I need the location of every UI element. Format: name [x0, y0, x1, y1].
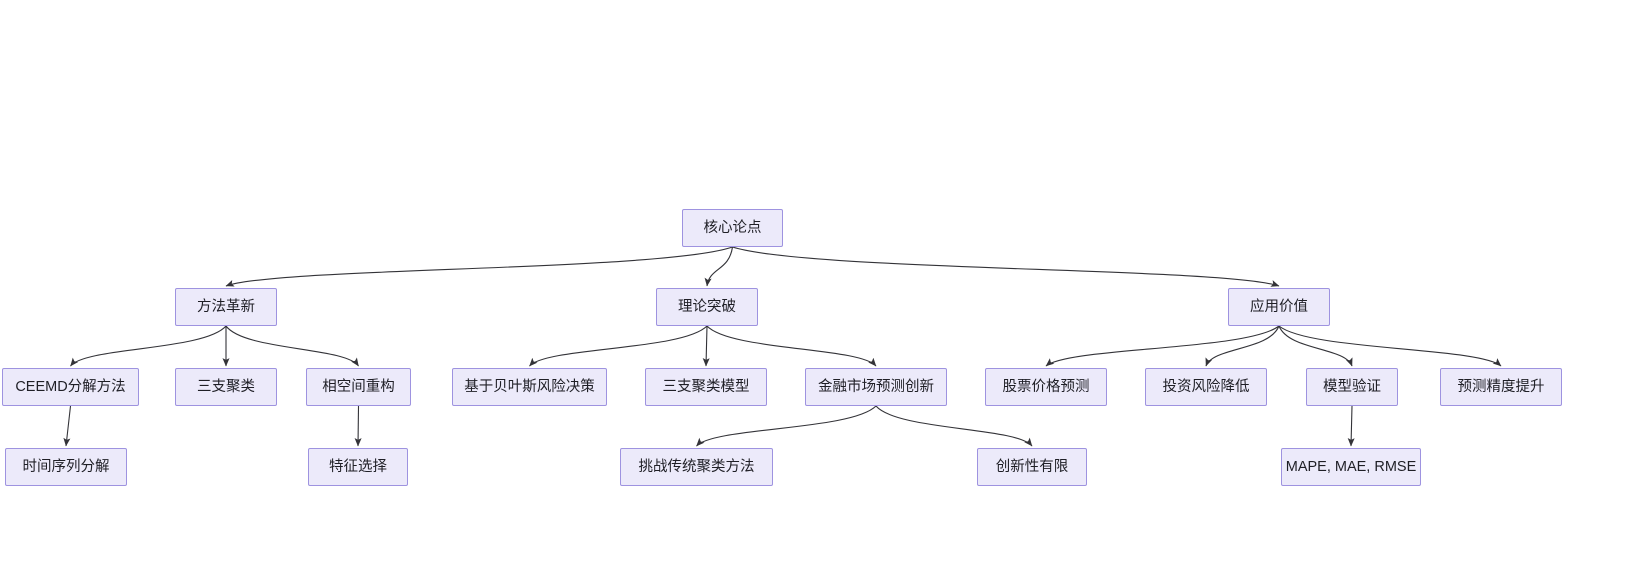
- flow-node-label: 时间序列分解: [22, 458, 110, 475]
- flow-edge-l1b-to-l2b3: [706, 325, 877, 367]
- flow-edge-l2b3-to-l3d: [875, 405, 1033, 447]
- flow-node-label: 三支聚类: [197, 378, 255, 395]
- flow-edge-l1c-to-l2c3: [1278, 325, 1353, 367]
- flow-node-l1b[interactable]: 理论突破: [656, 288, 758, 326]
- flow-node-l3d[interactable]: 创新性有限: [977, 448, 1087, 486]
- flow-node-l3c[interactable]: 挑战传统聚类方法: [620, 448, 773, 486]
- flow-node-root[interactable]: 核心论点: [682, 209, 783, 247]
- flow-node-label: MAPE, MAE, RMSE: [1285, 458, 1417, 475]
- flow-node-label: 金融市场预测创新: [818, 378, 934, 395]
- flow-edge-l2c3-to-l3e: [1347, 405, 1355, 447]
- flow-edge-l1a-to-l2a3: [225, 325, 359, 367]
- flow-edge-root-to-l1c: [732, 246, 1280, 287]
- flow-edge-l2b3-to-l3c: [696, 405, 877, 447]
- flow-node-label: 创新性有限: [995, 458, 1069, 475]
- flow-node-label: 应用价值: [1250, 298, 1308, 315]
- flow-node-label: 挑战传统聚类方法: [638, 458, 755, 475]
- flow-edge-l1b-to-l2b2: [702, 325, 710, 367]
- flow-node-label: 预测精度提升: [1457, 378, 1545, 395]
- flow-node-l3e[interactable]: MAPE, MAE, RMSE: [1281, 448, 1421, 486]
- flow-node-label: 投资风险降低: [1162, 378, 1250, 395]
- flow-edge-root-to-l1b: [704, 246, 734, 287]
- flow-node-l2a3[interactable]: 相空间重构: [306, 368, 411, 406]
- flow-edge-l1c-to-l2c4: [1278, 325, 1502, 367]
- flow-node-label: 理论突破: [678, 298, 736, 315]
- flow-node-l2b3[interactable]: 金融市场预测创新: [805, 368, 947, 406]
- flow-edge-l1b-to-l2b1: [529, 325, 708, 367]
- flow-node-label: 三支聚类模型: [662, 378, 750, 395]
- flow-node-l2a2[interactable]: 三支聚类: [175, 368, 277, 406]
- flow-edge-l1c-to-l2c1: [1045, 325, 1280, 367]
- flow-edge-root-to-l1a: [225, 246, 733, 287]
- flow-edge-l1c-to-l2c2: [1205, 325, 1280, 367]
- flow-node-label: 基于贝叶斯风险决策: [464, 378, 595, 395]
- flow-node-l2c1[interactable]: 股票价格预测: [985, 368, 1107, 406]
- flow-node-l1c[interactable]: 应用价值: [1228, 288, 1330, 326]
- flow-node-l3a[interactable]: 时间序列分解: [5, 448, 127, 486]
- flow-node-l2c2[interactable]: 投资风险降低: [1145, 368, 1267, 406]
- flow-node-label: 特征选择: [329, 458, 387, 475]
- flow-node-l1a[interactable]: 方法革新: [175, 288, 277, 326]
- flow-node-l2a1[interactable]: CEEMD分解方法: [2, 368, 139, 406]
- flow-node-label: 核心论点: [703, 219, 762, 236]
- flow-node-label: 股票价格预测: [1002, 378, 1090, 395]
- flow-node-l3b[interactable]: 特征选择: [308, 448, 408, 486]
- flow-node-label: CEEMD分解方法: [15, 378, 126, 395]
- flow-node-label: 方法革新: [197, 298, 255, 315]
- flow-node-l2c3[interactable]: 模型验证: [1306, 368, 1398, 406]
- flow-node-label: 相空间重构: [322, 378, 395, 395]
- flow-edge-l1a-to-l2a1: [70, 325, 227, 367]
- flow-edge-l2a3-to-l3b: [354, 405, 362, 447]
- flow-node-l2c4[interactable]: 预测精度提升: [1440, 368, 1562, 406]
- flow-node-l2b2[interactable]: 三支聚类模型: [645, 368, 767, 406]
- flow-edge-l2a1-to-l3a: [63, 405, 72, 447]
- edge-paths: [63, 246, 1502, 447]
- flow-node-l2b1[interactable]: 基于贝叶斯风险决策: [452, 368, 607, 406]
- flow-node-label: 模型验证: [1323, 378, 1381, 395]
